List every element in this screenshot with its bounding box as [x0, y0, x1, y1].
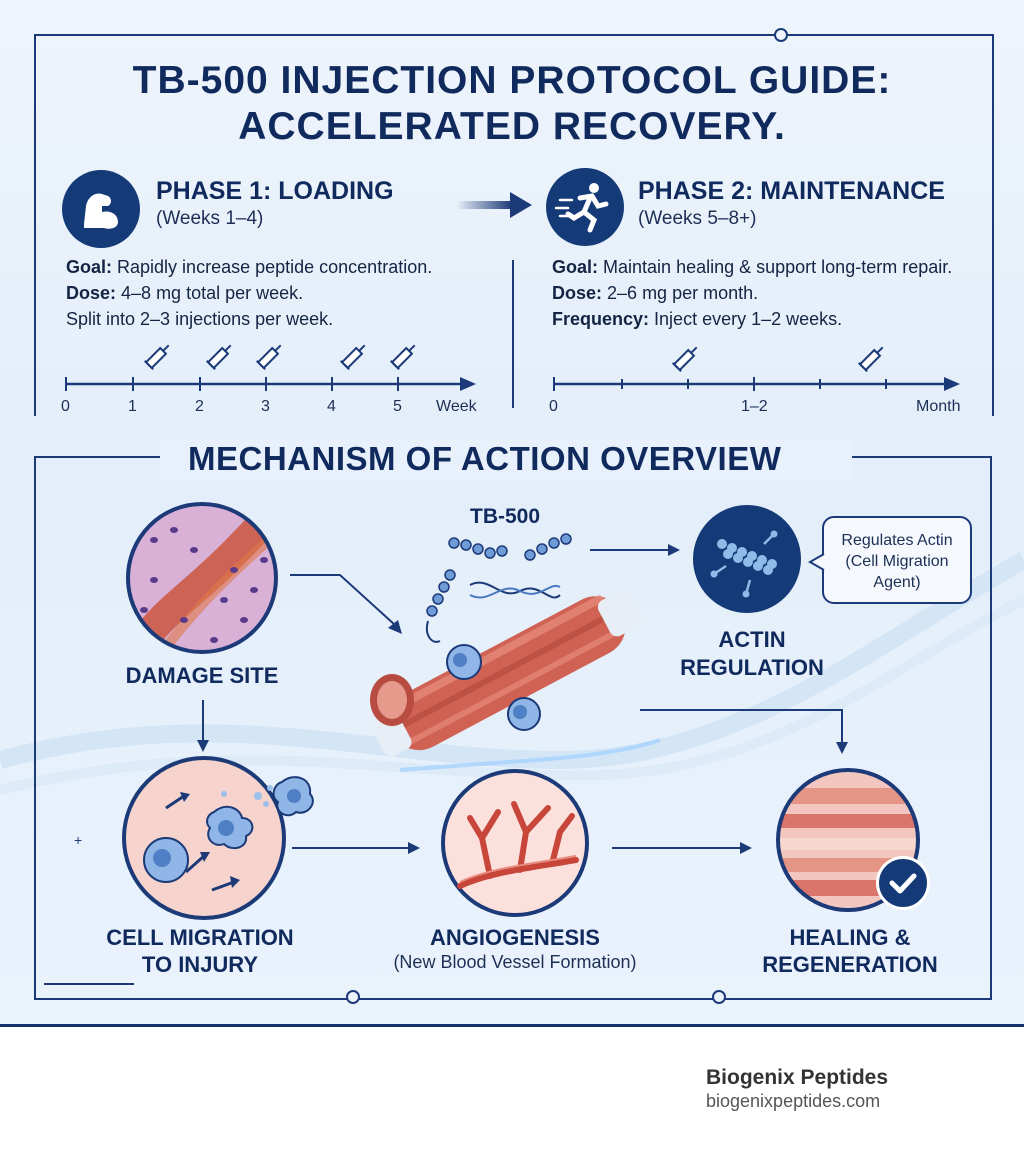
phase1-timeline-unit: Week [436, 398, 477, 415]
actin-label-line2: REGULATION [680, 655, 824, 680]
bubble-line3: Agent) [873, 574, 921, 591]
angiogenesis-label: ANGIOGENESIS [430, 925, 600, 950]
phase2-tick-0: 0 [549, 398, 558, 415]
phase2-freq-label: Frequency: [552, 309, 650, 329]
phase2-timeline [553, 346, 960, 391]
healing-label-line1: HEALING & [789, 925, 911, 950]
phase1-weeks: (Weeks 1–4) [156, 208, 264, 229]
phase2-freq-text: Inject every 1–2 weeks. [654, 309, 843, 329]
phase1-title: PHASE 1: LOADING [156, 177, 394, 205]
blood-vessel-illustration [441, 769, 589, 917]
phase1-goal-text: Rapidly increase peptide concentration. [117, 257, 433, 277]
actin-callout-bubble: Regulates Actin (Cell Migration Agent) [822, 516, 972, 604]
actin-filament-icon [693, 505, 801, 613]
brand-name: Biogenix Peptides [706, 1066, 889, 1089]
frame-dot [774, 28, 788, 42]
mechanism-flow-arrows [197, 544, 848, 854]
phase1-split-text: Split into 2–3 injections per week. [66, 309, 334, 329]
phase1-timeline [65, 344, 476, 391]
healing-label-line2: REGENERATION [762, 952, 938, 977]
phase1-dose-text: 4–8 mg total per week. [121, 283, 304, 303]
phase1-tick-2: 2 [195, 398, 204, 415]
frame-dot [346, 990, 360, 1004]
phase1-tick-0: 0 [61, 398, 70, 415]
phase1-dose-label: Dose: [66, 283, 117, 303]
angiogenesis-sublabel: (New Blood Vessel Formation) [393, 952, 637, 972]
muscle-fiber-illustration [370, 589, 643, 757]
flexed-arm-icon [62, 170, 140, 248]
bubble-line2: (Cell Migration [845, 553, 949, 570]
phase2-dose-text: 2–6 mg per month. [607, 283, 759, 303]
phase1-tick-3: 3 [261, 398, 270, 415]
migration-label-line1: CELL MIGRATION [106, 925, 294, 950]
phase-transition-arrow [456, 192, 532, 218]
main-title-line1: TB-500 INJECTION PROTOCOL GUIDE: [132, 59, 892, 102]
damage-site-tissue-image [126, 502, 278, 654]
actin-label-line1: ACTIN [718, 627, 786, 652]
tb500-label: TB-500 [470, 505, 541, 528]
infographic-panel: TB-500 INJECTION PROTOCOL GUIDE: ACCELER… [0, 0, 1024, 1024]
phase-divider [512, 260, 514, 408]
syringe-icon [143, 344, 416, 371]
frame-dot [712, 990, 726, 1004]
checkmark-icon [876, 856, 930, 910]
damage-site-label: DAMAGE SITE [125, 663, 279, 688]
phase1-tick-4: 4 [327, 398, 336, 415]
migration-label-line2: TO INJURY [141, 952, 259, 977]
main-title-line2: ACCELERATED RECOVERY. [238, 105, 786, 148]
cell-migration-illustration [122, 756, 314, 920]
running-person-icon [546, 168, 624, 246]
phase1-tick-1: 1 [128, 398, 137, 415]
frame-accent-line [44, 983, 134, 985]
phase2-goal-text: Maintain healing & support long-term rep… [603, 257, 953, 277]
phase2-tick-1: 1–2 [741, 398, 768, 415]
footer-rule [0, 1024, 1024, 1027]
peptide-chain-icon [426, 533, 572, 643]
phase2-title: PHASE 2: MAINTENANCE [638, 177, 945, 205]
phase2-goal-label: Goal: [552, 257, 599, 277]
protocol-frame [34, 34, 994, 416]
mechanism-title-backdrop [160, 440, 852, 480]
bubble-line1: Regulates Actin [841, 532, 953, 549]
phase1-tick-5: 5 [393, 398, 402, 415]
phase1-goal-label: Goal: [66, 257, 113, 277]
phase2-dose-label: Dose: [552, 283, 603, 303]
mechanism-title: MECHANISM OF ACTION OVERVIEW [188, 440, 782, 477]
brand-url[interactable]: biogenixpeptides.com [706, 1091, 881, 1111]
phase2-weeks: (Weeks 5–8+) [638, 208, 757, 229]
bubble-pointer [807, 553, 825, 571]
phase2-timeline-unit: Month [916, 398, 961, 415]
plus-mark-icon: + [74, 832, 83, 848]
